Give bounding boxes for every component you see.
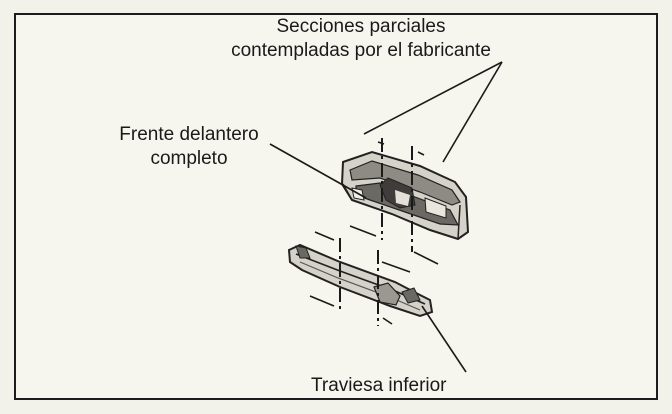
label-partial-sections-line2: contempladas por el fabricante (231, 40, 491, 61)
label-partial-sections-line1: Secciones parciales (276, 16, 446, 37)
label-front-panel-line2: completo (150, 148, 228, 169)
label-partial-sections: Secciones parciales contempladas por el … (196, 15, 526, 63)
leader-sections-left (363, 61, 503, 135)
leader-crossmember (421, 305, 467, 373)
label-front-panel-line1: Frente delantero (119, 124, 259, 145)
arrow-tick-4 (381, 261, 411, 273)
arrow-tick-6 (382, 317, 393, 325)
arrow-tick-5 (309, 295, 335, 307)
leader-lines (269, 61, 503, 373)
front-panel-part (340, 150, 470, 241)
section-arrows (309, 141, 439, 325)
figure-border (14, 13, 658, 400)
label-front-panel: Frente delantero completo (104, 123, 274, 171)
arrow-tick-1 (349, 225, 377, 237)
leader-front (269, 143, 367, 199)
label-crossmember: Traviesa inferior (311, 375, 447, 396)
cut-lines (339, 138, 413, 326)
arrow-tick-2 (413, 251, 439, 265)
arrow-tick-3 (314, 231, 335, 241)
leader-sections-right (442, 61, 503, 163)
crossmember-part (287, 243, 434, 318)
